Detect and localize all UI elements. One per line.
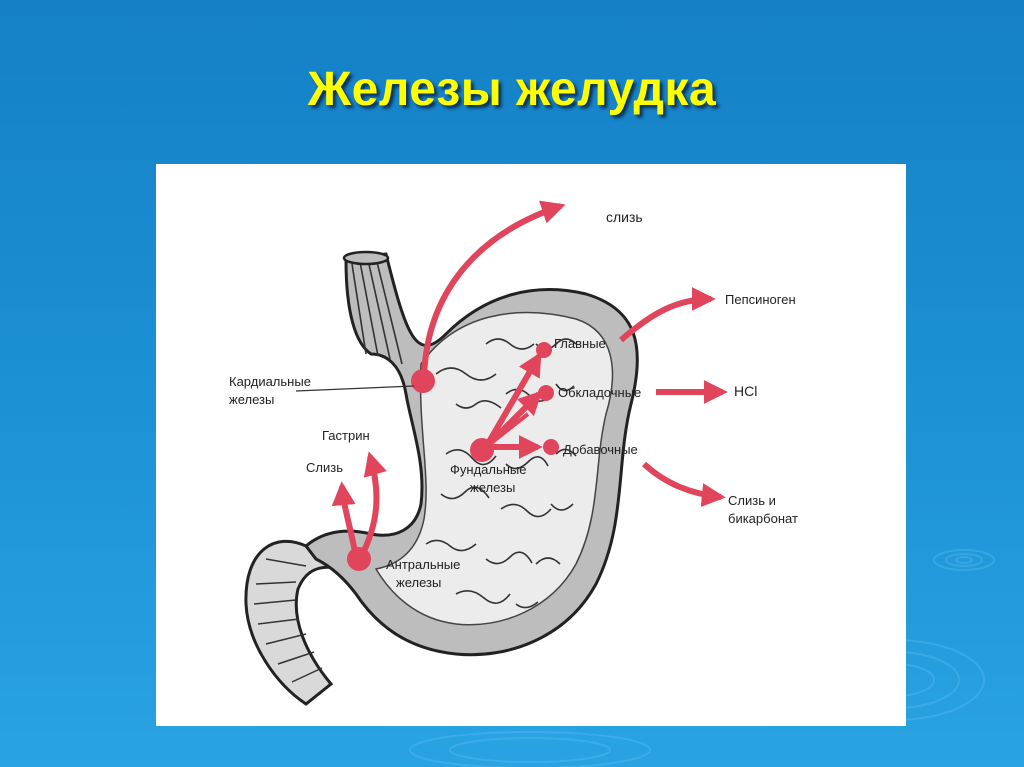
fundic-glands-label-1: Фундальные xyxy=(450,462,527,477)
fundic-glands-label-2: железы xyxy=(470,480,516,495)
arrow-cardiac-to-mucus xyxy=(421,200,566,380)
accessory-cells-label: Добавочные xyxy=(563,442,638,457)
hcl-label: HCl xyxy=(734,383,758,399)
chief-cell-dot xyxy=(536,342,552,358)
arrow-chief-to-pepsinogen xyxy=(619,287,716,343)
accessory-cell-dot xyxy=(543,439,559,455)
chief-cells-label: Главные xyxy=(554,336,606,351)
arrow-fundic-to-chief xyxy=(483,351,542,449)
mucus-bicarbonate-label-2: бикарбонат xyxy=(728,511,798,526)
stomach-illustration xyxy=(244,200,728,706)
mucus-left-label: Слизь xyxy=(306,460,343,475)
parietal-cells-label: Обкладочные xyxy=(558,385,642,400)
slide-title: Железы желудка xyxy=(307,63,717,116)
fundic-gland-dot xyxy=(470,438,494,462)
cardiac-glands-label-1: Кардиальные xyxy=(229,374,311,389)
antral-glands-label-2: железы xyxy=(396,575,442,590)
mucus-top-label: слизь xyxy=(606,209,643,225)
ripple-decoration-bottom xyxy=(409,731,651,767)
antral-glands-label-1: Антральные xyxy=(386,557,461,572)
arrow-accessory-to-mucus-bicarbonate xyxy=(641,461,726,508)
gland-dots xyxy=(347,342,559,571)
cardiac-gland-dot xyxy=(411,369,435,393)
gastrin-label: Гастрин xyxy=(322,428,370,443)
duodenum xyxy=(244,539,342,706)
arrow-antral-to-gastrin xyxy=(358,451,387,559)
stomach-diagram-panel: слизь Пепсиноген HCl Слизь и бикарбонат … xyxy=(156,164,906,726)
fundic-extra-arrow xyxy=(484,412,530,449)
parietal-cell-dot xyxy=(538,385,554,401)
antral-gland-dot xyxy=(347,547,371,571)
pepsinogen-label: Пепсиноген xyxy=(725,292,796,307)
cardiac-glands-label-2: железы xyxy=(229,392,275,407)
mucus-bicarbonate-label-1: Слизь и xyxy=(728,493,776,508)
